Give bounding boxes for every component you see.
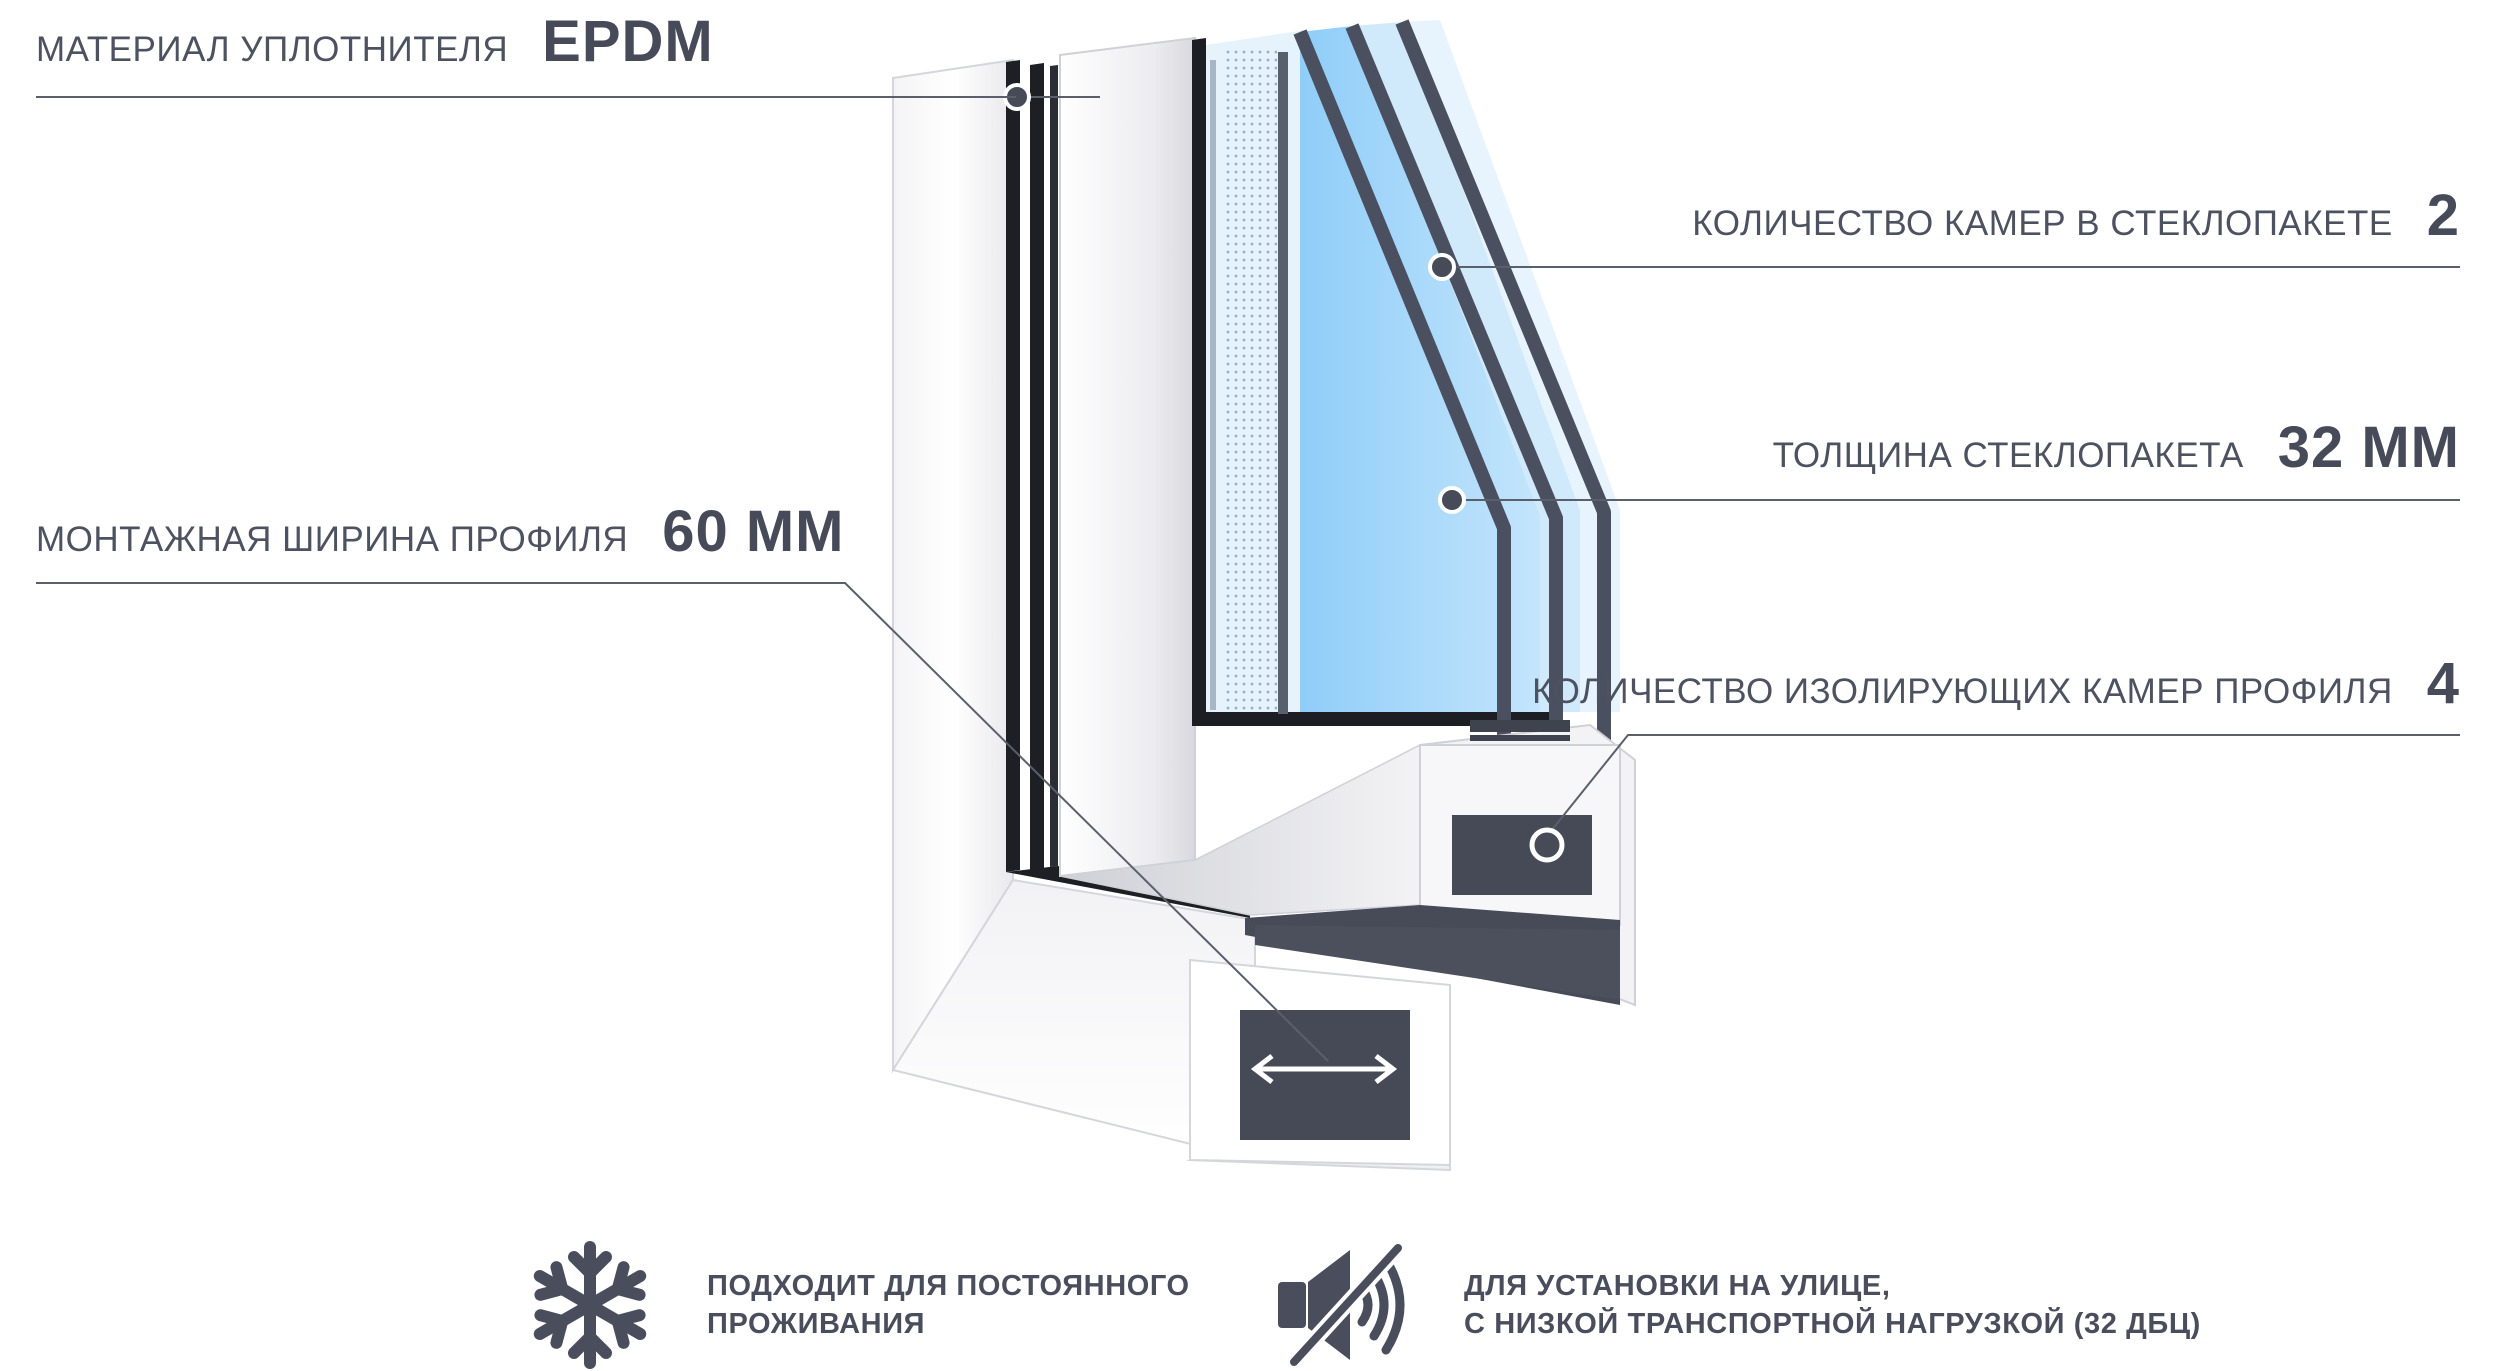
snowflake-icon bbox=[533, 1241, 647, 1369]
profile-chambers-value: 4 bbox=[2426, 651, 2460, 716]
glass-unit bbox=[1206, 19, 1620, 800]
leader-dots bbox=[1003, 83, 1565, 863]
dot-thickness bbox=[1438, 486, 1466, 514]
sash-bottom-block bbox=[1245, 720, 1636, 1007]
callout-seal-material: МАТЕРИАЛ УПЛОТНИТЕЛЯ EPDM bbox=[36, 8, 714, 75]
glass-thickness-value: 32 ММ bbox=[2277, 415, 2460, 480]
seal-material-value: EPDM bbox=[542, 9, 714, 74]
mount-width-rule bbox=[36, 582, 846, 584]
feature-outdoor-noise: ДЛЯ УСТАНОВКИ НА УЛИЦЕ, С НИЗКОЙ ТРАНСПО… bbox=[1270, 1240, 2201, 1370]
seal-material-rule bbox=[36, 96, 1016, 98]
callout-profile-chambers: КОЛИЧЕСТВО ИЗОЛИРУЮЩИХ КАМЕР ПРОФИЛЯ 4 bbox=[1532, 650, 2460, 717]
dot-profile-chambers bbox=[1529, 827, 1565, 863]
glass-chambers-value: 2 bbox=[2426, 183, 2460, 248]
seal-material-label: МАТЕРИАЛ УПЛОТНИТЕЛЯ bbox=[36, 30, 509, 69]
dot-chambers bbox=[1428, 253, 1456, 281]
frame-bottom-chamber bbox=[1240, 1010, 1410, 1140]
feature-permanent-living-line2: ПРОЖИВАНИЯ bbox=[707, 1308, 926, 1340]
mount-width-value: 60 ММ bbox=[662, 499, 845, 564]
mount-width-label: МОНТАЖНАЯ ШИРИНА ПРОФИЛЯ bbox=[36, 520, 629, 559]
callout-glass-chambers: КОЛИЧЕСТВО КАМЕР В СТЕКЛОПАКЕТЕ 2 bbox=[1692, 182, 2460, 249]
leader-lines bbox=[844, 96, 2460, 1062]
seal-strips bbox=[1006, 60, 1250, 918]
feature-outdoor-noise-text: ДЛЯ УСТАНОВКИ НА УЛИЦЕ, С НИЗКОЙ ТРАНСПО… bbox=[1464, 1267, 2201, 1343]
feature-permanent-living: ПОДХОДИТ ДЛЯ ПОСТОЯННОГО ПРОЖИВАНИЯ bbox=[525, 1240, 1190, 1370]
feature-permanent-living-text: ПОДХОДИТ ДЛЯ ПОСТОЯННОГО ПРОЖИВАНИЯ bbox=[707, 1267, 1190, 1343]
feature-outdoor-noise-line1: ДЛЯ УСТАНОВКИ НА УЛИЦЕ, bbox=[1464, 1270, 1891, 1302]
callout-glass-thickness: ТОЛЩИНА СТЕКЛОПАКЕТА 32 ММ bbox=[1773, 414, 2460, 481]
glass-thickness-label: ТОЛЩИНА СТЕКЛОПАКЕТА bbox=[1772, 436, 2244, 475]
sound-muted-icon bbox=[1278, 1240, 1406, 1370]
glass-chambers-label: КОЛИЧЕСТВО КАМЕР В СТЕКЛОПАКЕТЕ bbox=[1692, 204, 2393, 243]
callout-mount-width: МОНТАЖНАЯ ШИРИНА ПРОФИЛЯ 60 ММ bbox=[36, 498, 844, 565]
profile-chambers-label: КОЛИЧЕСТВО ИЗОЛИРУЮЩИХ КАМЕР ПРОФИЛЯ bbox=[1532, 672, 2393, 711]
feature-outdoor-noise-line2: С НИЗКОЙ ТРАНСПОРТНОЙ НАГРУЗКОЙ (32 ДБЦ) bbox=[1464, 1308, 2201, 1340]
feature-permanent-living-line1: ПОДХОДИТ ДЛЯ ПОСТОЯННОГО bbox=[707, 1270, 1190, 1302]
